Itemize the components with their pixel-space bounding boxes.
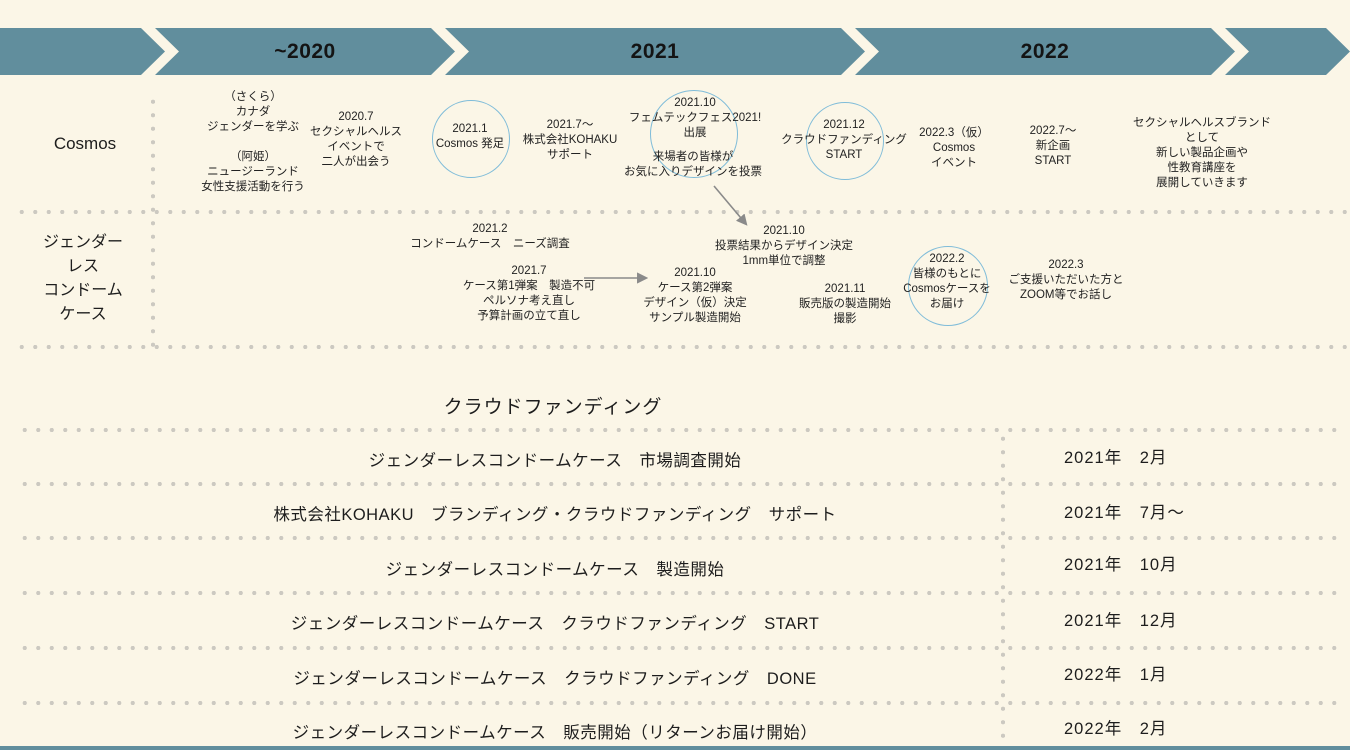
timeline-event: 2021.1 Cosmos 発足 xyxy=(435,123,505,150)
table-divider xyxy=(18,427,1338,433)
crowdfunding-row-item: ジェンダーレスコンドームケース クラウドファンディング START xyxy=(290,615,820,633)
timeline-event: 2022.2 皆様のもとに Cosmosケースを お届け xyxy=(903,253,991,310)
milestone-circle-icon xyxy=(908,246,988,326)
band-segment-2021: 2021 xyxy=(445,28,865,75)
band-segment-end xyxy=(1225,28,1350,75)
table-divider xyxy=(18,645,1338,651)
timeline-event: 2022.3 ご支援いただいた方と ZOOM等でお話し xyxy=(1008,259,1124,301)
crowdfunding-row-item: 株式会社KOHAKU ブランディング・クラウドファンディング サポート xyxy=(273,506,837,524)
timeline-event: 2021.2 コンドームケース ニーズ調査 xyxy=(410,223,570,250)
row-label-genderless-condom-case: ジェンダー レス コンドーム ケース xyxy=(42,234,123,323)
timeline-event: 2021.10 ケース第2弾案 デザイン（仮）決定 サンプル製造開始 xyxy=(643,267,747,324)
band-year-label: 2021 xyxy=(630,39,680,63)
timeline-event: （さくら） カナダ ジェンダーを学ぶ （阿姫） ニュージーランド 女性支援活動を… xyxy=(201,91,305,193)
bottom-accent-band xyxy=(0,746,1350,750)
timeline-event: 2022.7～ 新企画 START xyxy=(1029,125,1077,167)
milestone-circle-icon xyxy=(650,90,738,178)
milestone-circle-icon xyxy=(432,100,510,178)
crowdfunding-row-item: ジェンダーレスコンドームケース クラウドファンディング DONE xyxy=(293,670,817,688)
timeline-event: 2021.12 クラウドファンディング START xyxy=(781,119,907,161)
crowdfunding-row-item: ジェンダーレスコンドームケース 製造開始 xyxy=(385,561,725,579)
crowdfunding-row-date: 2022年 1月 xyxy=(1064,666,1168,684)
row-label-cosmos: Cosmos xyxy=(53,134,117,153)
crowdfunding-title: クラウドファンディング xyxy=(443,397,663,418)
timeline-event: 2021.7 ケース第1弾案 製造不可 ペルソナ考え直し 予算計画の立て直し xyxy=(462,265,596,322)
timeline-row-divider xyxy=(15,209,1350,215)
table-divider xyxy=(18,481,1338,487)
timeline-event: 2021.11 販売版の製造開始 撮影 xyxy=(799,283,891,325)
timeline-event: 2021.10 フェムテックフェス2021! 出展 xyxy=(628,97,762,139)
timeline-event: 2021.10 投票結果からデザイン決定 1mm単位で調整 xyxy=(715,225,853,267)
crowdfunding-row-date: 2021年 12月 xyxy=(1064,612,1178,630)
crowdfunding-row-date: 2021年 7月～ xyxy=(1064,504,1185,522)
crowdfunding-row-item: ジェンダーレスコンドームケース 市場調査開始 xyxy=(368,452,742,470)
band-segment-2022: 2022 xyxy=(855,28,1235,75)
band-year-label: ~2020 xyxy=(274,39,336,63)
timeline-bottom-divider xyxy=(15,344,1350,350)
timeline-row-label-divider xyxy=(150,95,156,347)
timeline-event: セクシャルヘルスブランドとして 新しい製品企画や 性教育講座を 展開していきます xyxy=(1133,117,1271,189)
crowdfunding-row-date: 2022年 2月 xyxy=(1064,720,1168,738)
table-divider xyxy=(18,700,1338,706)
crowdfunding-row-date: 2021年 10月 xyxy=(1064,556,1178,574)
table-divider xyxy=(18,535,1338,541)
band-segment-start xyxy=(0,28,165,75)
timeline-event: 2022.3（仮） Cosmos イベント xyxy=(919,127,989,169)
vote-result-arrow-icon xyxy=(713,185,748,226)
crowdfunding-row-date: 2021年 2月 xyxy=(1064,449,1168,467)
band-segment-2020: ~2020 xyxy=(155,28,455,75)
table-date-column-divider xyxy=(1000,432,1006,750)
timeline-event: 2021.7～ 株式会社KOHAKU サポート xyxy=(522,119,618,161)
crowdfunding-row-item: ジェンダーレスコンドームケース 販売開始（リターンお届け開始） xyxy=(292,724,818,742)
milestone-circle-icon xyxy=(806,102,884,180)
timeline-event-note: 来場者の皆様が お気に入りデザインを投票 xyxy=(624,151,762,178)
table-divider xyxy=(18,590,1338,596)
band-year-label: 2022 xyxy=(1020,39,1070,63)
timeline-event: 2020.7 セクシャルヘルス イベントで 二人が出会う xyxy=(310,111,402,168)
